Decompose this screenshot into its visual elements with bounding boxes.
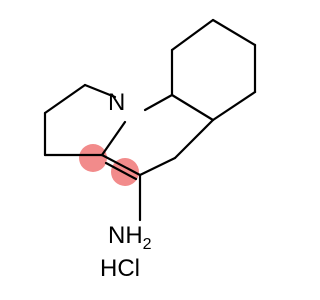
amine-subscript: 2 [143,236,152,253]
bond-c5-c4a [173,118,215,160]
bond-c3a-c4 [100,153,142,177]
bond-c3a-c4-double [104,161,138,181]
amine-label: NH2 [108,222,152,253]
bond-c9a-n [143,93,174,112]
bond-n-c3a [100,120,127,157]
bond-c7-c6 [211,18,257,47]
cyclohexane-ring [170,18,257,122]
bond-c4-c5 [138,156,177,177]
ring-nitrogen-label: N [108,89,125,116]
bond-n-c1 [83,83,117,99]
pyrrolidine-ring [43,83,117,157]
amine-symbol: NH [108,222,143,249]
highlight-spot-c3a [79,144,107,172]
bond-c1-c2 [43,83,87,115]
molecule-structure: N NH2 HCl [43,18,257,282]
bond-c7a-c7 [170,18,215,52]
bond-c5-c4a [211,90,257,122]
dihydropyridine-ring [100,93,215,181]
salt-label: HCl [100,255,140,282]
bond-c4a-c9a [170,93,215,122]
